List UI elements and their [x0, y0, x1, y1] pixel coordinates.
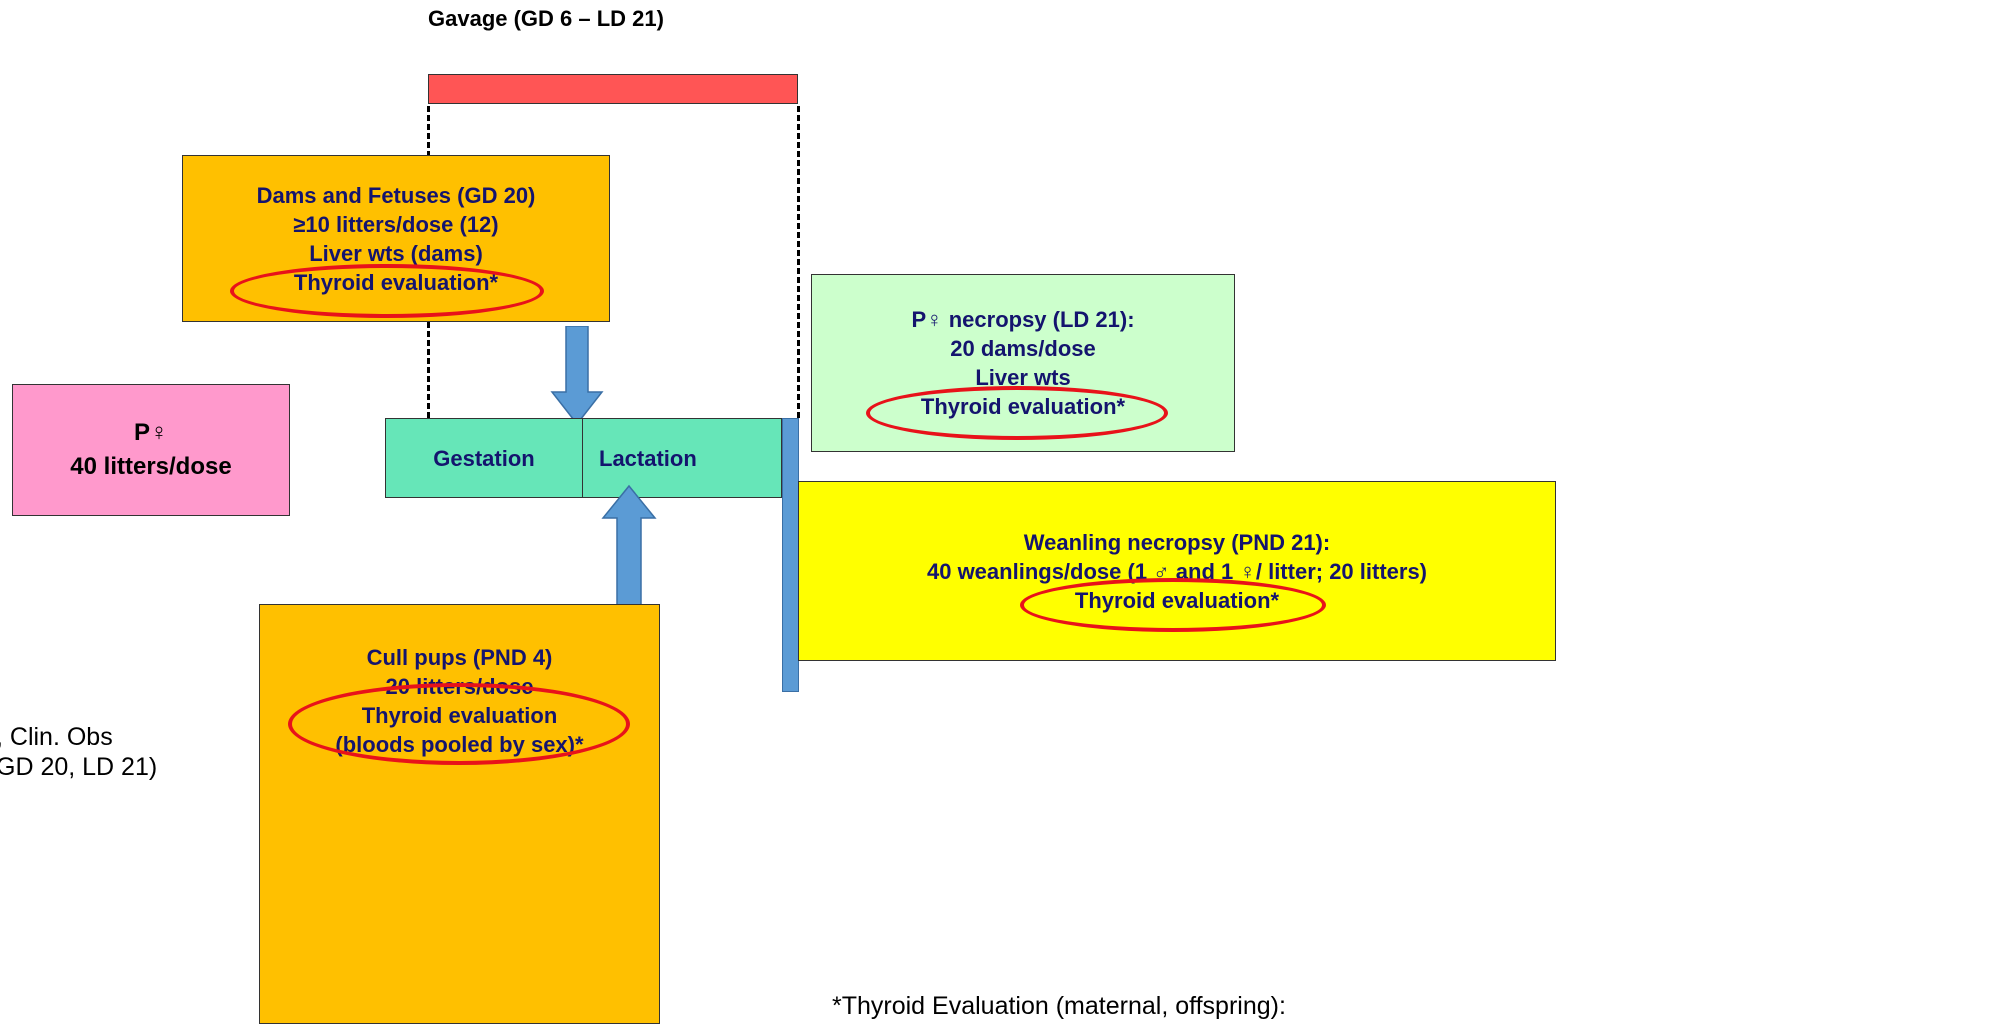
- gavage-end-dashed-line: [797, 106, 800, 418]
- left-note-line-1: , Clin. Obs: [0, 723, 113, 751]
- lactation-box: Lactation: [582, 418, 782, 498]
- p-female-litters: 40 litters/dose: [70, 453, 232, 480]
- p-necropsy-title: P♀ necropsy (LD 21):: [911, 307, 1135, 332]
- lactation-label: Lactation: [599, 445, 697, 471]
- weanling-thyroid-highlight-oval: [1020, 578, 1326, 632]
- gavage-label: Gavage (GD 6 – LD 21): [428, 6, 664, 31]
- weaning-timeline-bar: [782, 418, 799, 692]
- dams-fetuses-title: Dams and Fetuses (GD 20): [256, 182, 536, 208]
- p-female-label: P♀: [133, 419, 168, 446]
- p-necropsy-thyroid-highlight-oval: [866, 386, 1168, 440]
- dams-fetuses-litters: ≥10 litters/dose (12): [293, 211, 499, 237]
- thyroid-footnote: *Thyroid Evaluation (maternal, offspring…: [832, 992, 1286, 1020]
- p-necropsy-dams: 20 dams/dose: [950, 336, 1096, 361]
- cull-pups-thyroid-highlight-oval: [288, 683, 630, 765]
- dams-thyroid-highlight-oval: [230, 264, 544, 318]
- left-note-line-2: GD 20, LD 21): [0, 753, 158, 781]
- p-female-box: P♀ 40 litters/dose: [12, 384, 290, 516]
- dams-fetuses-liver: Liver wts (dams): [309, 240, 483, 266]
- cull-pups-box: Cull pups (PND 4) 20 litters/dose Thyroi…: [259, 604, 660, 1024]
- weanling-necropsy-box: Weanling necropsy (PND 21): 40 weanlings…: [798, 481, 1556, 661]
- gestation-box: Gestation: [385, 418, 583, 498]
- gavage-bar: [428, 74, 798, 104]
- cull-pups-title: Cull pups (PND 4): [366, 645, 553, 670]
- up-arrow: [601, 484, 657, 608]
- gestation-label: Gestation: [433, 445, 535, 471]
- down-arrow: [550, 326, 604, 426]
- weanling-title: Weanling necropsy (PND 21):: [1023, 529, 1331, 555]
- left-note: , Clin. Obs GD 20, LD 21): [0, 722, 157, 782]
